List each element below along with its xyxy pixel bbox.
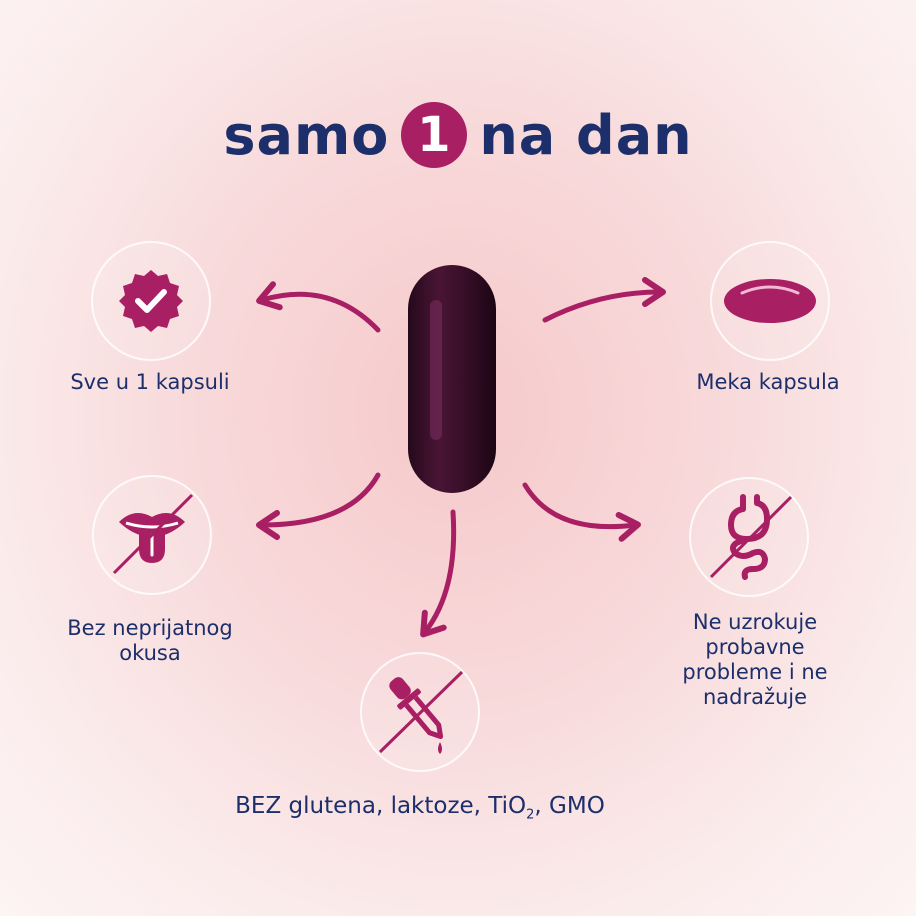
digestive-line1: Ne uzrokuje [692, 610, 818, 634]
no-tongue-icon [112, 493, 194, 575]
digestive-circle [689, 477, 809, 597]
no-taste-line1: Bez neprijatnog [67, 616, 233, 640]
title-suffix: na dan [479, 103, 693, 167]
soft-capsule-circle [710, 241, 830, 361]
digestive-line4: nadražuje [702, 685, 808, 709]
free-from-subscript: 2 [526, 807, 535, 823]
free-from-suffix: , GMO [534, 793, 605, 819]
arrow-to-soft-capsule [542, 277, 666, 323]
digestive-line3: probleme i ne [682, 660, 828, 684]
all-in-one-circle [91, 241, 211, 361]
free-from-label: BEZ glutena, laktoze, TiO2, GMO [180, 794, 660, 828]
arrow-to-digestive [522, 482, 641, 542]
digestive-line2: probavne [705, 635, 805, 659]
check-badge-icon [119, 270, 183, 332]
number-badge: 1 [401, 102, 468, 168]
free-from-prefix: BEZ glutena, laktoze, TiO [235, 793, 527, 819]
soft-capsule-icon [724, 279, 816, 323]
page-title: samo 1 na dan [0, 100, 916, 170]
no-taste-circle [92, 475, 212, 595]
free-from-circle [360, 652, 480, 772]
no-taste-line2: okusa [119, 641, 181, 665]
arrow-to-free-from [420, 509, 457, 638]
arrow-to-all-in-one [256, 281, 381, 333]
no-stomach-icon [709, 494, 793, 580]
title-prefix: samo [223, 103, 390, 167]
soft-capsule-label: Meka kapsula [696, 370, 840, 394]
arrow-to-no-taste [256, 472, 381, 540]
no-taste-label: Bez neprijatnog okusa [30, 616, 270, 666]
all-in-one-label: Sve u 1 kapsuli [70, 370, 230, 394]
digestive-label: Ne uzrokuje probavne probleme i ne nadra… [640, 610, 870, 710]
softgel-capsule [408, 265, 496, 493]
no-dropper-icon [378, 670, 464, 754]
